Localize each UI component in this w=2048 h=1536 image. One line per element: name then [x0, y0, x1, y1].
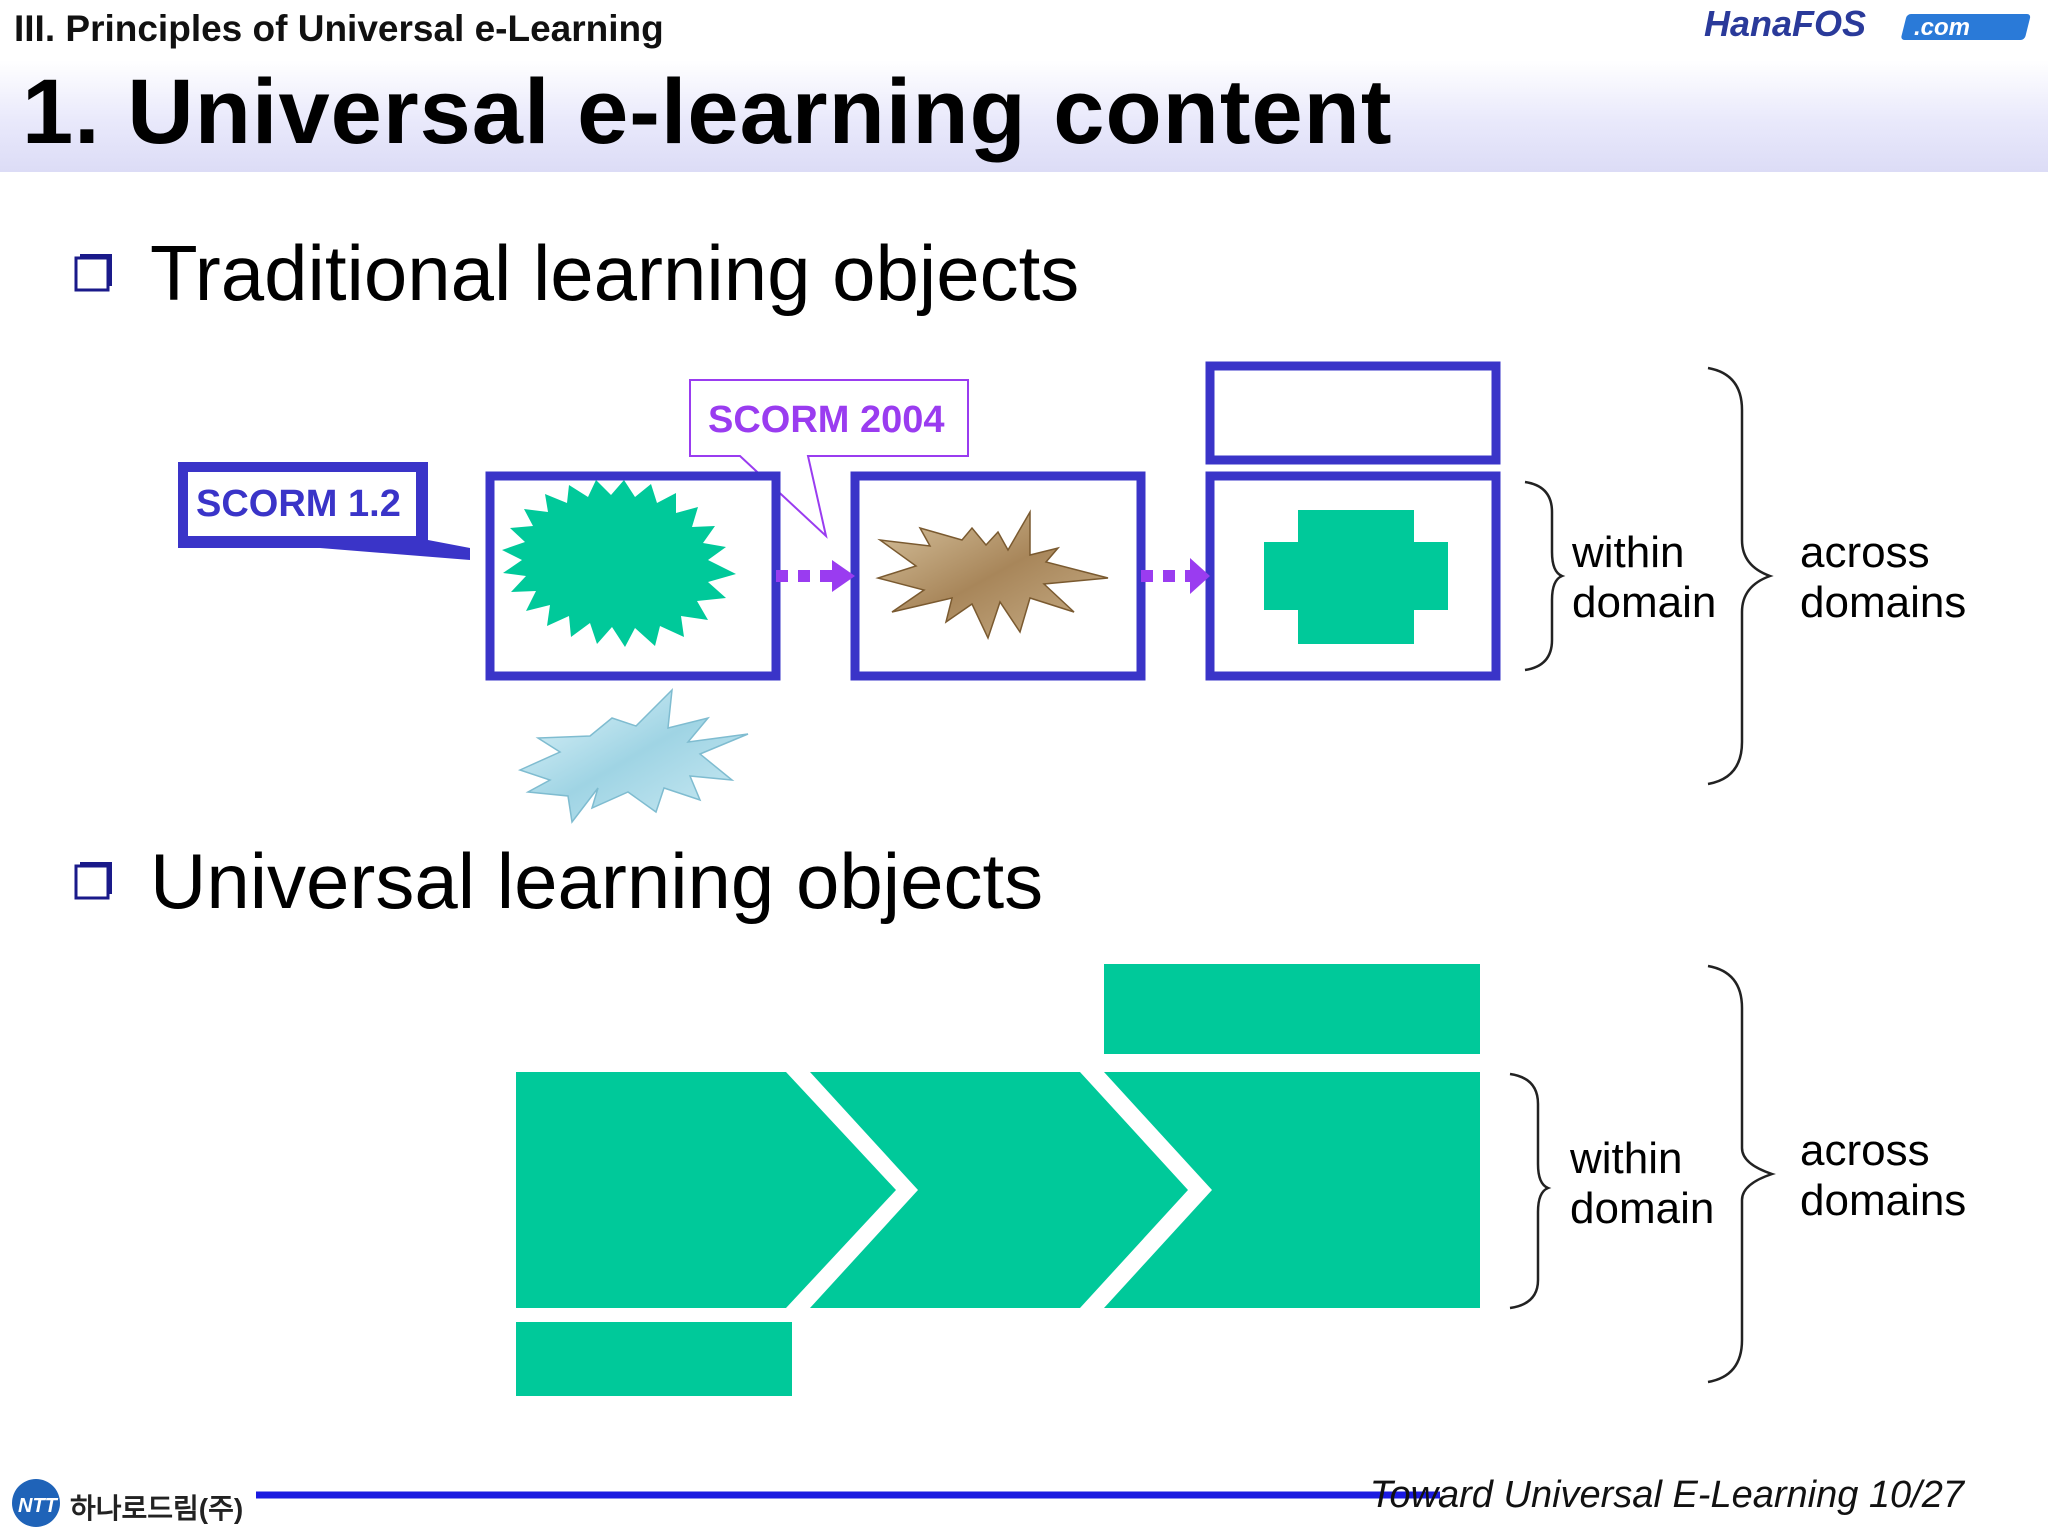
bullet-universal: Universal learning objects — [150, 837, 1044, 925]
teal-starburst-icon — [502, 480, 736, 647]
universal-chevron-3 — [1104, 1072, 1480, 1308]
learning-object-frame-3-top — [1205, 361, 1501, 465]
footer-page-info: Toward Universal E-Learning 10/27 — [1369, 1474, 1964, 1516]
scorm2004-label: SCORM 2004 — [708, 399, 945, 441]
teal-cross-shape — [1264, 510, 1448, 644]
page-title: 1. Universal e-learning content — [22, 61, 1393, 163]
checkbox-bullet-icon — [74, 254, 112, 292]
svg-text:NTT: NTT — [18, 1495, 59, 1517]
ice-starburst-icon — [517, 687, 749, 824]
checkbox-bullet-icon — [74, 862, 112, 900]
bullet-traditional: Traditional learning objects — [150, 229, 1080, 317]
universal-top-block — [1104, 964, 1480, 1054]
header-band — [0, 0, 2048, 172]
within-brace-traditional — [1524, 480, 1566, 672]
universal-chevron-2 — [810, 1072, 1188, 1308]
across-brace-traditional — [1707, 366, 1774, 786]
dotted-arrow-2 — [1141, 558, 1210, 594]
company-name: 하나로드림(주) — [70, 1493, 244, 1524]
universal-chevron-1 — [516, 1072, 896, 1308]
logo-text: HanaFOS — [1704, 3, 1866, 44]
dotted-arrow-1 — [776, 560, 855, 592]
logo-suffix: .com — [1914, 14, 1970, 41]
universal-bottom-block — [516, 1322, 792, 1396]
hanafos-logo: HanaFOS .com — [1704, 3, 2031, 44]
scorm12-label: SCORM 1.2 — [196, 483, 401, 525]
scorm2004-callout — [689, 379, 969, 539]
within-brace-universal — [1509, 1072, 1552, 1310]
paper-starburst-icon — [875, 509, 1109, 641]
company-logo-icon — [12, 1479, 60, 1527]
section-title: III. Principles of Universal e-Learning — [14, 8, 664, 49]
across-brace-universal — [1707, 964, 1776, 1384]
scorm12-callout — [178, 462, 470, 560]
